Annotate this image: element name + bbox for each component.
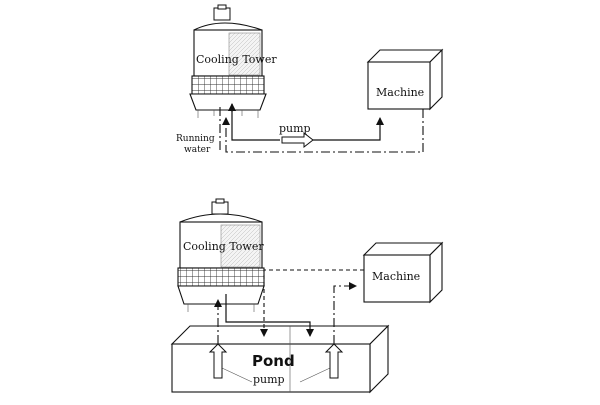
machine-label-bottom: Machine — [372, 270, 420, 283]
pond-box: Pond pump — [170, 324, 390, 394]
top-diagram: Cooling Tower Machine pump Running water — [176, 4, 444, 155]
pump-label-bottom: pump — [253, 373, 285, 386]
bottom-diagram: Cooling Tower Machine Pond pump — [170, 198, 444, 394]
cooling-tower-top: Cooling Tower — [189, 4, 277, 118]
machine-label-top: Machine — [376, 86, 424, 99]
machine-to-pond-line — [260, 269, 364, 337]
running-water-line2: water — [184, 145, 211, 155]
pond-to-machine-line — [333, 282, 357, 344]
tower-to-pond-line — [225, 294, 314, 337]
running-water-line1: Running — [176, 134, 215, 144]
cooling-tower-bottom: Cooling Tower — [177, 198, 265, 312]
tower-label-bottom: Cooling Tower — [183, 240, 264, 253]
pump-label-top: pump — [279, 122, 311, 135]
tower-label-top: Cooling Tower — [196, 53, 277, 66]
machine-box-bottom: Machine — [362, 241, 444, 304]
return-line-top — [219, 104, 424, 153]
pump-arrow-right — [324, 343, 344, 379]
machine-box-top: Machine — [366, 48, 444, 111]
pond-label: Pond — [252, 352, 295, 370]
pump-arrow-left — [208, 343, 228, 379]
supply-line-top: pump — [228, 103, 384, 149]
